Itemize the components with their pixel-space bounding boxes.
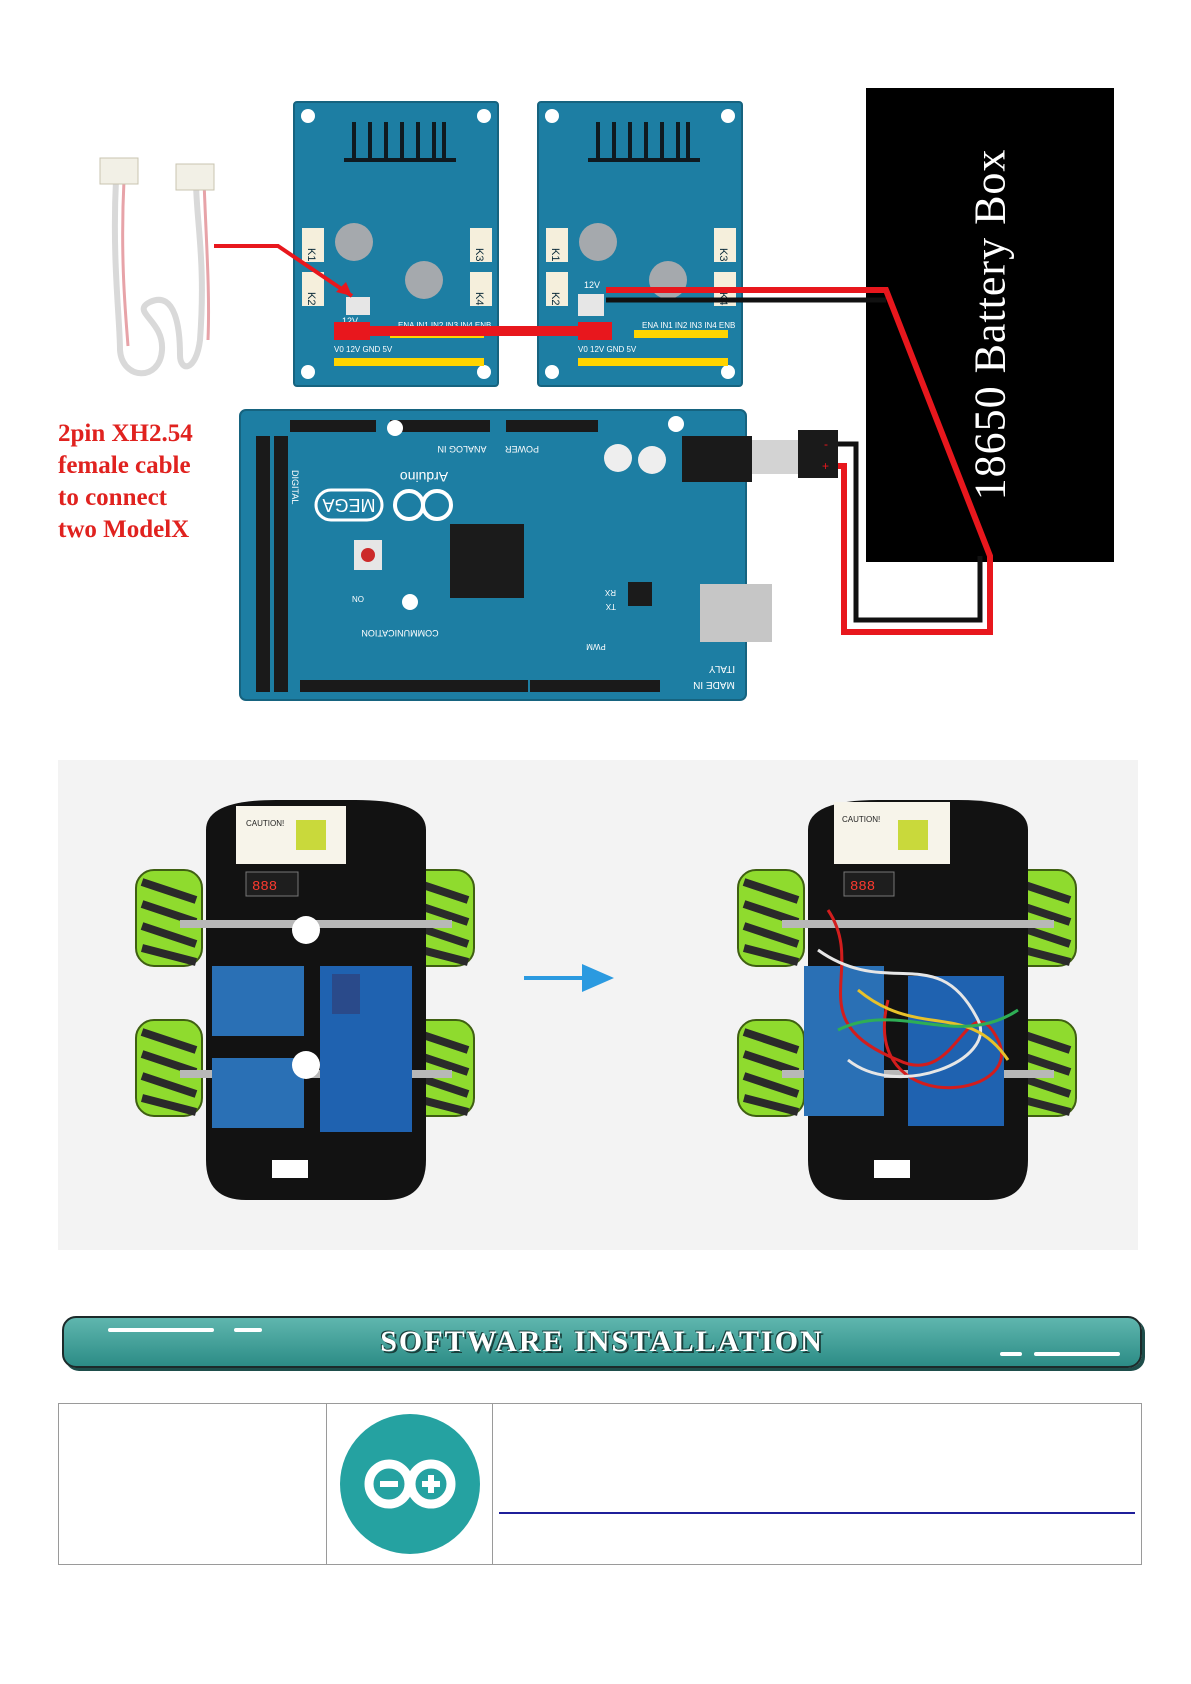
enable-pins-label: ENA IN1 IN2 IN3 IN4 ENB bbox=[642, 321, 735, 330]
caution-label: CAUTION! bbox=[842, 815, 880, 824]
arduino-mega-board: MEGA Arduino DIGITAL ANALOG IN POWER COM… bbox=[239, 409, 772, 701]
banner-decor-line bbox=[234, 1328, 262, 1332]
on-label: ON bbox=[352, 594, 364, 603]
arduino-logo-icon bbox=[340, 1414, 480, 1554]
tx-label: TX bbox=[605, 602, 616, 611]
made-in-label: MADE IN bbox=[693, 679, 735, 690]
dc-plug: - + bbox=[752, 430, 838, 478]
section-banner: SOFTWARE INSTALLATION bbox=[62, 1316, 1142, 1368]
k3-label: K3 bbox=[473, 248, 485, 261]
software-table bbox=[58, 1403, 1142, 1565]
software-link-cell bbox=[493, 1404, 1141, 1564]
wire-overlay bbox=[606, 287, 993, 635]
voltage-display: 888 bbox=[252, 879, 277, 895]
plug-plus-label: + bbox=[822, 459, 829, 473]
italy-label: ITALY bbox=[709, 663, 736, 674]
12v-link-wire bbox=[334, 326, 606, 336]
12v-label: 12V bbox=[584, 280, 600, 290]
k4-label: K4 bbox=[473, 292, 485, 305]
pwm-label: PWM bbox=[586, 642, 606, 651]
k2-label: K2 bbox=[305, 292, 317, 305]
enable-pins-label: ENA IN1 IN2 IN3 IN4 ENB bbox=[398, 321, 491, 330]
cable-label: 2pin XH2.54 female cable to connect two … bbox=[58, 420, 193, 543]
plug-minus-label: - bbox=[824, 437, 828, 451]
k1-label: K1 bbox=[305, 248, 317, 261]
car-before-wiring: CAUTION! 888 bbox=[136, 800, 474, 1200]
battery-box bbox=[866, 88, 1114, 562]
analog-in-label: ANALOG IN bbox=[437, 444, 486, 454]
k1-label: K1 bbox=[549, 248, 561, 261]
power-pins-label: V0 12V GND 5V bbox=[578, 345, 637, 354]
pointer-arrow bbox=[214, 244, 354, 298]
voltage-display: 888 bbox=[850, 879, 875, 895]
software-icon-cell bbox=[327, 1404, 493, 1564]
section-title: SOFTWARE INSTALLATION bbox=[380, 1325, 824, 1358]
software-name-cell bbox=[59, 1404, 327, 1564]
car-after-wiring: CAUTION! 888 bbox=[738, 800, 1076, 1200]
car-assembly-photos: CAUTION! 888 CAUTION! 888 bbox=[58, 760, 1138, 1250]
digital-label: DIGITAL bbox=[290, 470, 300, 504]
banner-decor-line bbox=[1000, 1352, 1022, 1356]
power-pins-label: V0 12V GND 5V bbox=[334, 345, 393, 354]
rx-label: RX bbox=[604, 588, 616, 597]
caution-label: CAUTION! bbox=[246, 819, 284, 828]
motor-driver-board-left: K1 K2 K3 K4 12V ENA IN1 IN2 IN3 IN4 ENB … bbox=[292, 100, 500, 388]
download-link-underline[interactable] bbox=[499, 1512, 1135, 1514]
k2-label: K2 bbox=[549, 292, 561, 305]
banner-decor-line bbox=[1034, 1352, 1120, 1356]
communication-label: COMMUNICATION bbox=[361, 628, 438, 638]
arduino-brand-label: Arduino bbox=[400, 469, 448, 485]
xh-cable-illustration bbox=[99, 157, 215, 377]
mega-model-label: MEGA bbox=[322, 495, 375, 515]
12v-label: 12V bbox=[342, 316, 358, 326]
banner-decor-line bbox=[108, 1328, 214, 1332]
power-header-label: POWER bbox=[505, 444, 540, 454]
arrow-right-icon bbox=[524, 964, 614, 992]
k3-label: K3 bbox=[717, 248, 729, 261]
